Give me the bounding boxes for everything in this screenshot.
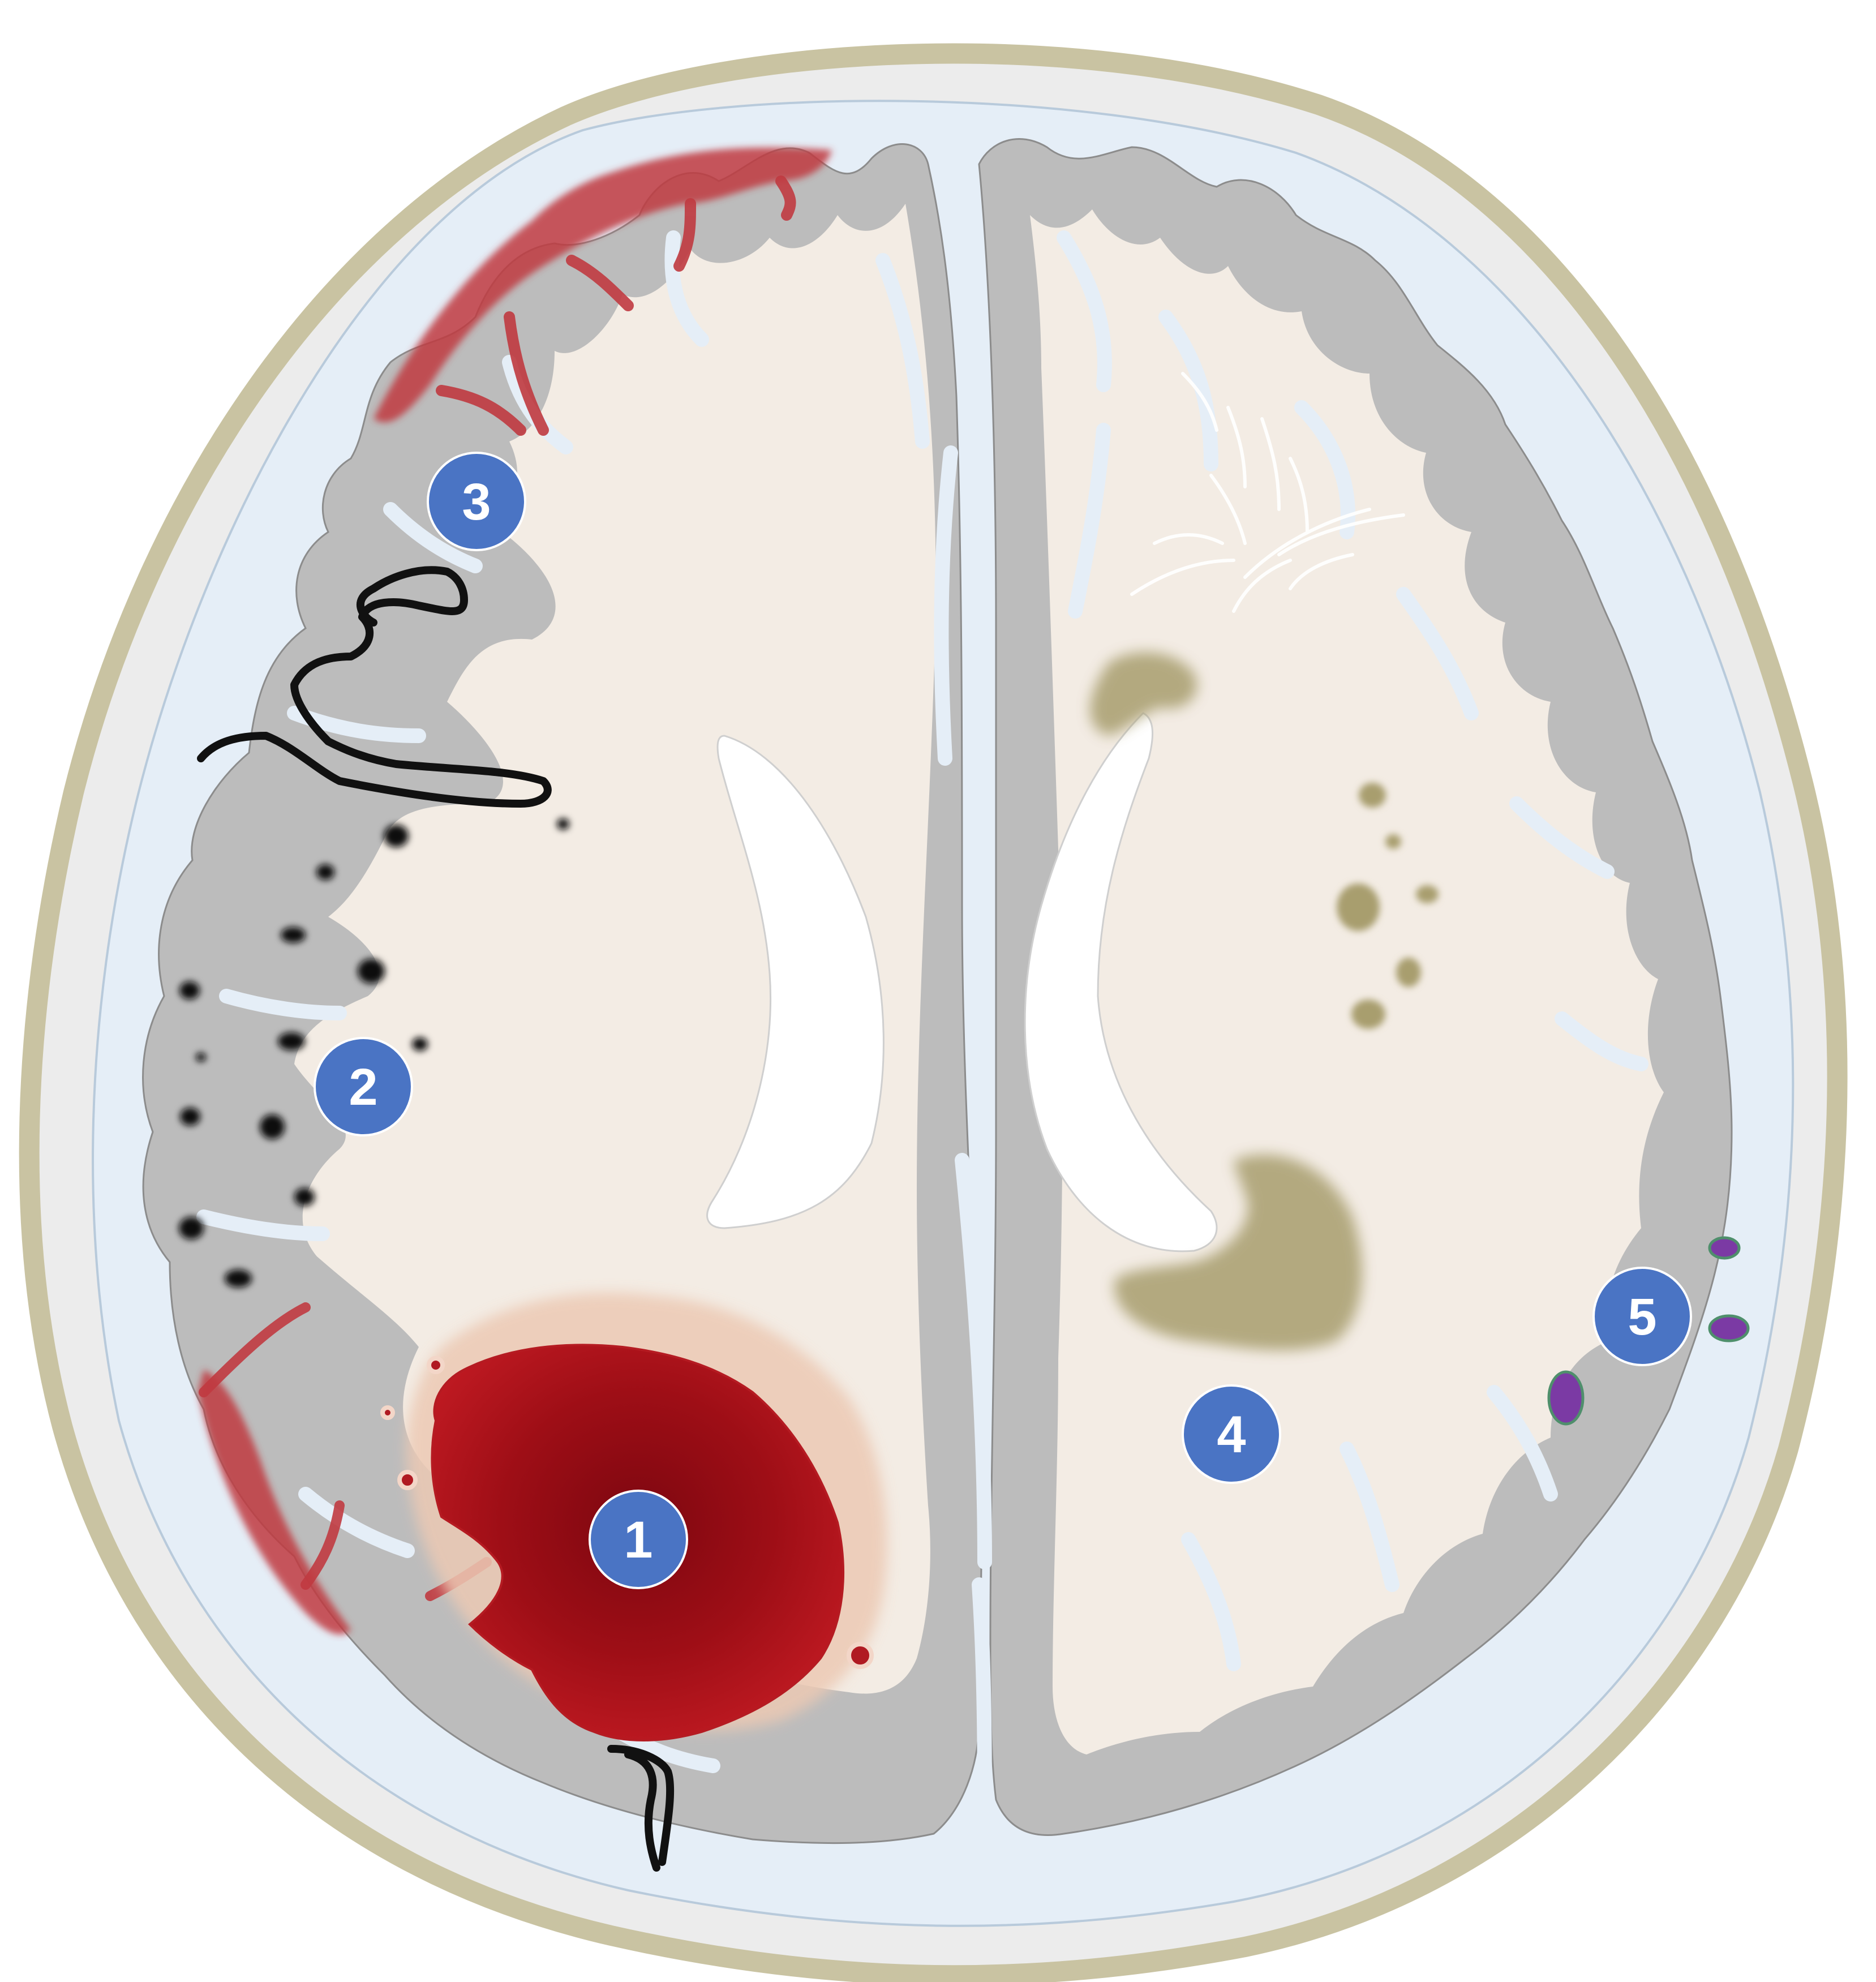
marker-4: 4 [1183,1385,1280,1483]
marker-3-label: 3 [462,473,491,531]
marker-2-label: 2 [349,1058,377,1116]
marker-3: 3 [428,453,525,550]
marker-1-label: 1 [624,1511,652,1569]
marker-5: 5 [1594,1268,1691,1365]
marker-2: 2 [315,1038,412,1135]
marker-4-label: 4 [1217,1406,1246,1464]
marker-1: 1 [590,1491,687,1588]
marker-5-label: 5 [1628,1288,1656,1346]
